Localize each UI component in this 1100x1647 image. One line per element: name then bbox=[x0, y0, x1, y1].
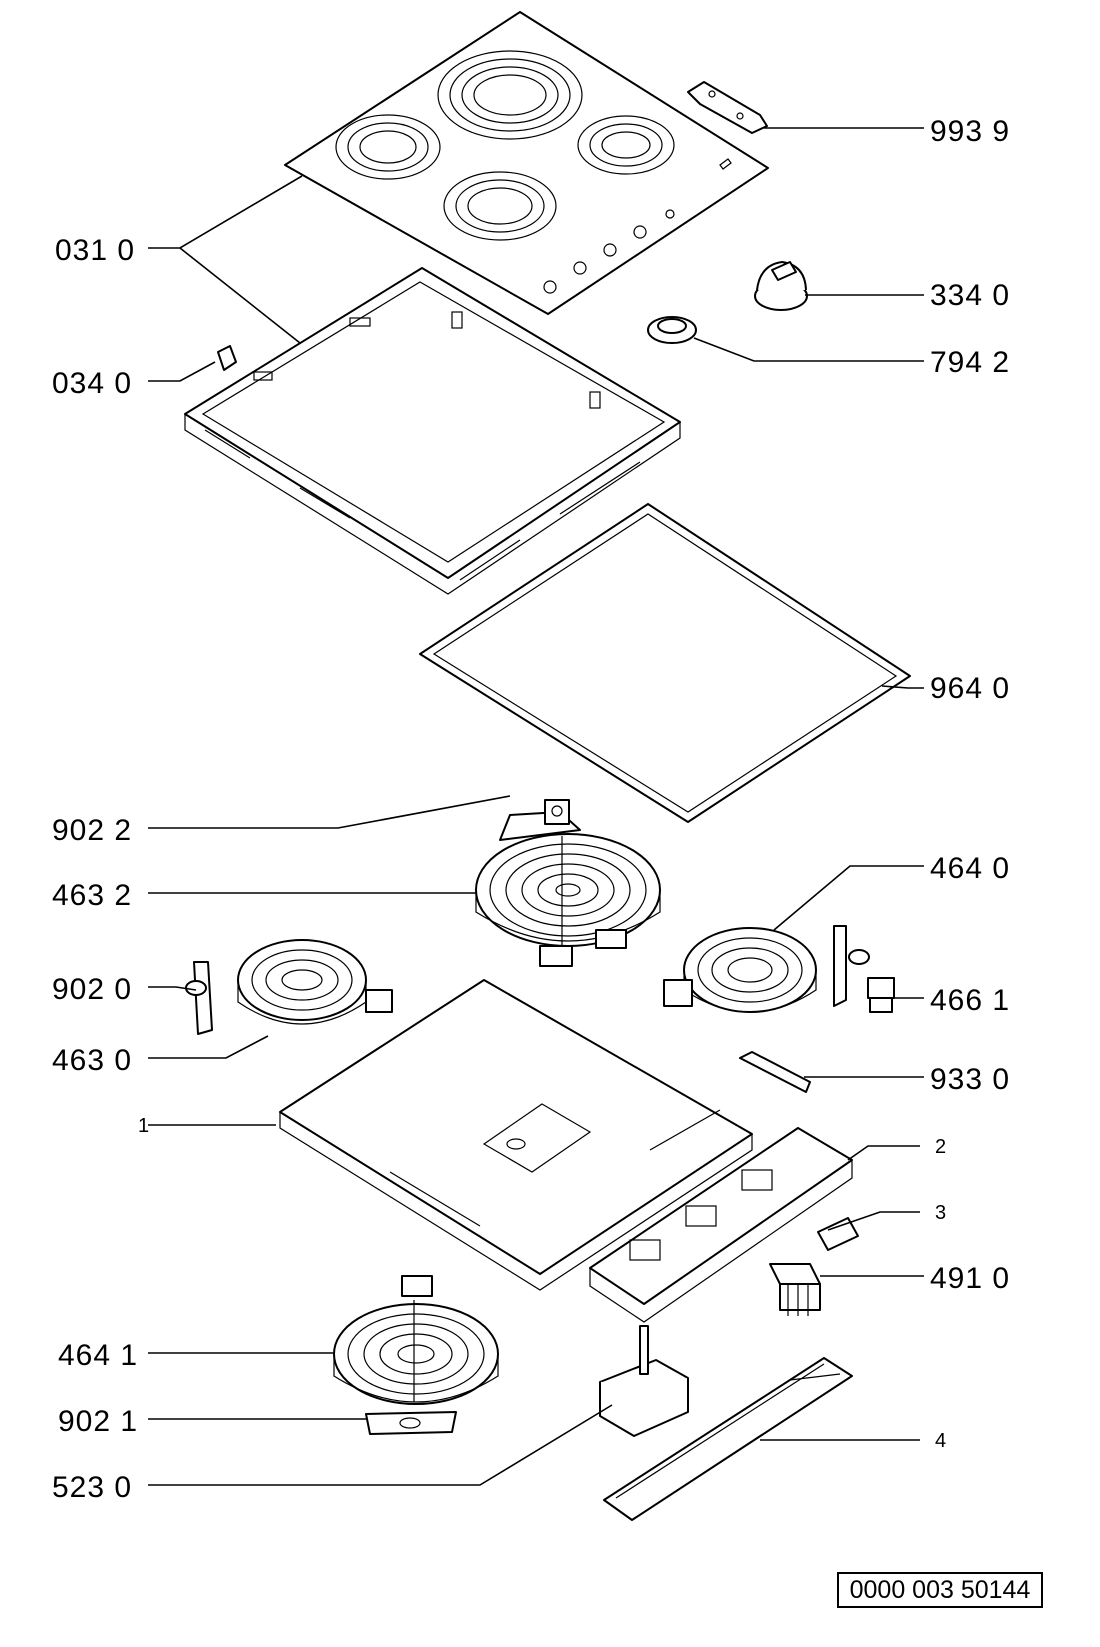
label-464-0: 464 0 bbox=[930, 852, 1010, 885]
frame-clip-part bbox=[217, 345, 237, 371]
label-1: 1 bbox=[138, 1115, 149, 1137]
label-466-1: 466 1 bbox=[930, 984, 1010, 1017]
terminal-block-part bbox=[769, 1263, 821, 1316]
label-933-0: 933 0 bbox=[930, 1063, 1010, 1096]
leader-lines bbox=[148, 127, 924, 1486]
label-794-2: 794 2 bbox=[930, 346, 1010, 379]
label-3: 3 bbox=[935, 1202, 946, 1224]
cover-strip bbox=[603, 1357, 853, 1521]
radiant-heater-right bbox=[663, 927, 817, 1013]
heater-bracket-right bbox=[833, 925, 870, 1007]
label-034-0: 034 0 bbox=[52, 367, 132, 400]
energy-regulator-switch bbox=[599, 1325, 689, 1437]
label-902-2: 902 2 bbox=[52, 814, 132, 847]
knob-ring-part bbox=[647, 316, 697, 344]
label-031-0: 031 0 bbox=[55, 234, 135, 267]
clamp-bracket-part bbox=[687, 81, 768, 134]
label-964-0: 964 0 bbox=[930, 672, 1010, 705]
control-knob-part bbox=[754, 261, 808, 311]
radiant-heater-front bbox=[333, 1275, 499, 1405]
glass-ceramic-top bbox=[284, 11, 769, 315]
part-labels: 993 9 031 0 334 0 034 0 794 2 964 0 902 … bbox=[52, 115, 1010, 1504]
label-463-0: 463 0 bbox=[52, 1044, 132, 1077]
label-464-1: 464 1 bbox=[58, 1339, 138, 1372]
label-491-0: 491 0 bbox=[930, 1262, 1010, 1295]
support-bracket-part bbox=[499, 799, 581, 841]
gasket-seal bbox=[419, 503, 911, 823]
label-523-0: 523 0 bbox=[52, 1471, 132, 1504]
label-463-2: 463 2 bbox=[52, 879, 132, 912]
label-902-0: 902 0 bbox=[52, 973, 132, 1006]
support-bracket-front bbox=[365, 1411, 457, 1435]
radiant-heater-large bbox=[475, 833, 661, 967]
bottom-tray bbox=[279, 979, 753, 1291]
label-4: 4 bbox=[935, 1430, 946, 1452]
label-334-0: 334 0 bbox=[930, 279, 1010, 312]
terminal-clip-part bbox=[817, 1217, 859, 1251]
radiant-heater-left bbox=[237, 939, 393, 1025]
energy-regulator-part bbox=[867, 977, 895, 1013]
control-housing bbox=[589, 1127, 853, 1323]
label-993-9: 993 9 bbox=[930, 115, 1010, 148]
heater-bracket-left bbox=[185, 961, 213, 1035]
cable-bracket-part bbox=[739, 1051, 811, 1093]
label-902-1: 902 1 bbox=[58, 1405, 138, 1438]
label-2: 2 bbox=[935, 1136, 946, 1158]
hob-frame bbox=[184, 267, 681, 595]
document-number-box: 0000 003 50144 bbox=[837, 1572, 1043, 1608]
